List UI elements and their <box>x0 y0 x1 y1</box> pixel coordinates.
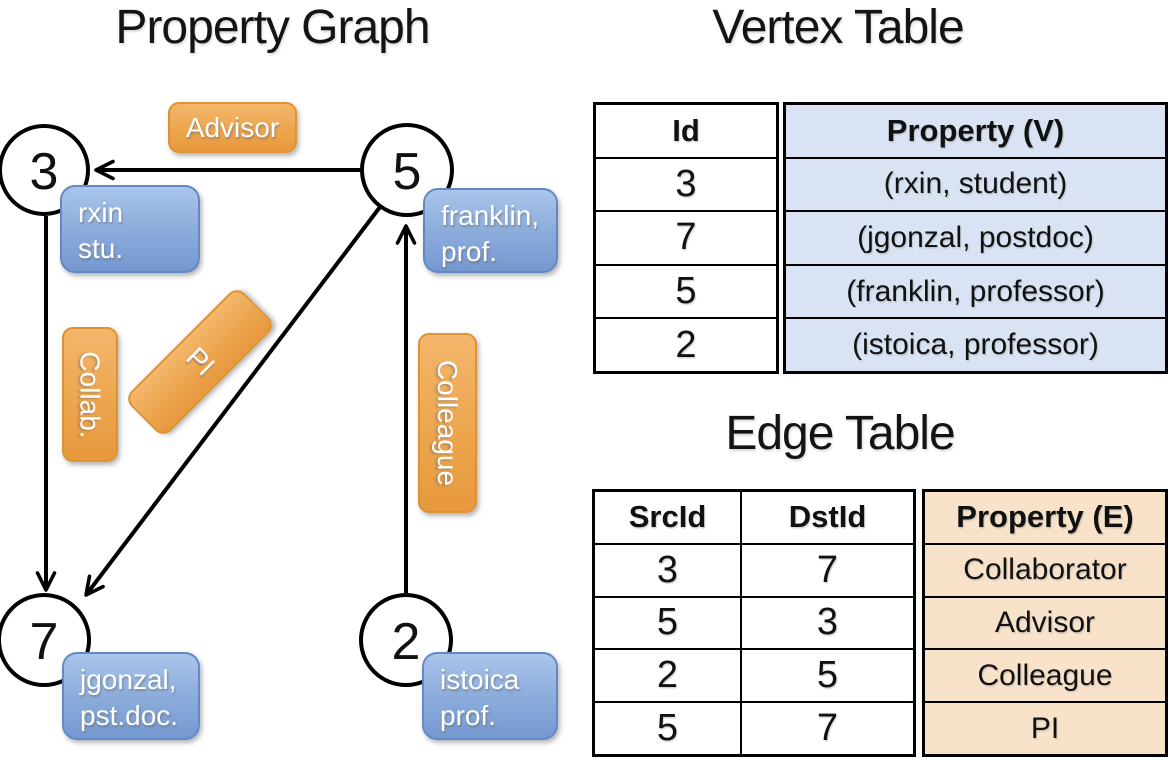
vertex-property-line: prof. <box>441 236 498 267</box>
vertex-property-line: jgonzal, <box>80 664 177 695</box>
edge-table-property-cell: Advisor <box>925 595 1165 649</box>
vertex-table-id-cell: 5 <box>596 263 776 318</box>
vertex-property-line: prof. <box>440 700 497 731</box>
edge-table-row: 2 5 <box>595 648 913 702</box>
vertex-table-property-cell: (franklin, professor) <box>786 263 1165 318</box>
vertex-table-property-cell: (jgonzal, postdoc) <box>786 210 1165 264</box>
edge-table-dst-cell: 3 <box>816 601 839 644</box>
vertex-property-label-2: istoica prof. <box>422 652 558 740</box>
vertex-table-id-cell: 7 <box>596 210 776 264</box>
vertex-table-title: Vertex Table <box>712 1 964 54</box>
edge-table-title: Edge Table <box>725 407 955 460</box>
edge-label-text: Colleague <box>432 359 464 487</box>
edge-table-src-cell: 2 <box>595 650 742 702</box>
edge-table-dst-cell: 5 <box>816 654 839 697</box>
edge-table-src-header: SrcId <box>595 492 742 543</box>
vertex-table-id-cell: 3 <box>596 156 776 211</box>
vertex-table-id-column: Id 3 7 5 2 <box>593 102 779 374</box>
vertex-property-line: pst.doc. <box>80 700 179 731</box>
edge-label-colleague: Colleague <box>418 333 477 513</box>
vertex-id-label: 7 <box>30 613 59 671</box>
edge-table-src-cell: 3 <box>595 544 742 596</box>
edge-table-header-row: SrcId DstId <box>595 492 913 543</box>
edge-label-text: Advisor <box>185 111 280 143</box>
edge-table-dst-cell: 7 <box>816 707 839 750</box>
edge-label-text: Collab. <box>75 350 107 439</box>
edge-table-property-column: Property (E) Collaborator Advisor Collea… <box>922 489 1168 757</box>
vertex-id-label: 5 <box>393 143 422 201</box>
vertex-property-line: stu. <box>78 233 124 264</box>
edge-table-srcdst-columns: SrcId DstId 3 7 5 3 2 5 5 7 <box>592 489 916 757</box>
edge-label-collab: Collab. <box>62 327 118 462</box>
vertex-property-line: istoica <box>440 664 520 695</box>
edge-label-advisor: Advisor <box>168 102 297 153</box>
vertex-property-label-5: franklin, prof. <box>423 188 558 273</box>
edge-pi-line <box>84 205 382 597</box>
vertex-table-id-header: Id <box>672 112 700 148</box>
edge-table-property-cell: PI <box>925 701 1165 754</box>
edge-table-dst-cell: 7 <box>816 548 839 591</box>
vertex-id-label: 2 <box>392 613 421 671</box>
vertex-table-property-cell: (rxin, student) <box>786 156 1165 211</box>
vertex-table-property-column: Property (V) (rxin, student) (jgonzal, p… <box>783 102 1168 374</box>
edge-table-row: 5 7 <box>595 701 913 754</box>
edge-table-row: 3 7 <box>595 542 913 596</box>
edge-table-src-cell: 5 <box>595 703 742 754</box>
vertex-property-label-7: jgonzal, pst.doc. <box>62 652 200 740</box>
vertex-id-label: 3 <box>30 143 59 201</box>
edge-table-src-cell: 5 <box>595 597 742 649</box>
graph-title: Property Graph <box>115 1 430 54</box>
edge-label-text: PI <box>180 341 221 382</box>
vertex-table-id-cell: 2 <box>596 317 776 371</box>
edge-table-dst-header: DstId <box>788 499 867 535</box>
vertex-table-property-cell: (istoica, professor) <box>786 317 1165 371</box>
vertex-property-label-3: rxin stu. <box>60 185 200 273</box>
vertex-property-line: rxin <box>78 197 124 228</box>
vertex-table-property-header: Property (V) <box>886 112 1065 148</box>
vertex-property-line: franklin, <box>441 200 540 231</box>
edge-table-property-cell: Colleague <box>925 648 1165 701</box>
edge-table-row: 5 3 <box>595 595 913 649</box>
edge-table-property-cell: Collaborator <box>925 542 1165 596</box>
edge-table-property-header: Property (E) <box>956 499 1134 535</box>
